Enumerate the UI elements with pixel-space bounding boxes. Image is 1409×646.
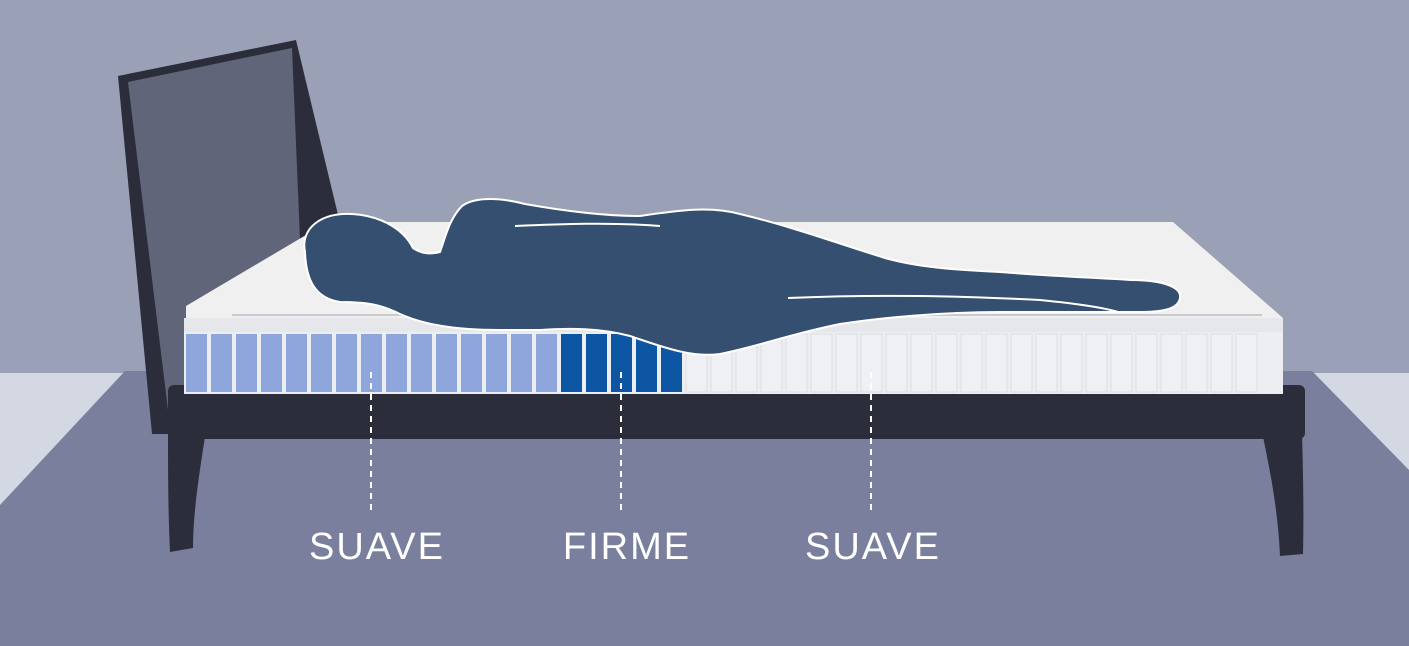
bed-leg-front — [168, 430, 206, 552]
spring-segment-zone-3 — [885, 333, 908, 393]
spring-segment-zone-2 — [561, 334, 582, 392]
spring-segment-zone-1 — [486, 334, 507, 392]
zone-label-middle: FIRME — [562, 526, 692, 568]
spring-segments — [186, 333, 1258, 393]
spring-segment-zone-1 — [436, 334, 457, 392]
sleeper-arm-line — [514, 222, 661, 227]
spring-segment-zone-3 — [1210, 333, 1233, 393]
zone-label-left: SUAVE — [308, 526, 445, 568]
bed-rail — [168, 385, 1305, 439]
rug — [0, 371, 1409, 646]
spring-segment-zone-1 — [461, 334, 482, 392]
spring-segment-zone-3 — [960, 333, 983, 393]
spring-segment-zone-3 — [910, 333, 933, 393]
spring-segment-zone-3 — [860, 333, 883, 393]
spring-segment-zone-2 — [586, 334, 607, 392]
spring-segment-zone-2 — [611, 334, 632, 392]
spring-segment-zone-3 — [810, 333, 833, 393]
spring-segment-zone-3 — [935, 333, 958, 393]
spring-segment-zone-1 — [211, 334, 232, 392]
spring-segment-zone-1 — [511, 334, 532, 392]
spring-segment-zone-1 — [336, 334, 357, 392]
spring-segment-zone-3 — [1010, 333, 1033, 393]
spring-segment-zone-3 — [1060, 333, 1083, 393]
spring-segment-zone-3 — [1135, 333, 1158, 393]
spring-segment-zone-3 — [1110, 333, 1133, 393]
spring-segment-zone-3 — [1160, 333, 1183, 393]
spring-segment-zone-1 — [361, 334, 382, 392]
spring-segment-zone-3 — [985, 333, 1008, 393]
headboard-panel — [128, 48, 300, 410]
bed-leg-back — [1262, 432, 1304, 556]
spring-segment-zone-1 — [261, 334, 282, 392]
spring-segment-zone-1 — [386, 334, 407, 392]
spring-segment-zone-1 — [411, 334, 432, 392]
spring-segment-zone-1 — [186, 334, 207, 392]
spring-segment-zone-1 — [286, 334, 307, 392]
spring-segment-zone-3 — [1235, 333, 1258, 393]
spring-segment-zone-2 — [636, 334, 657, 392]
sleeper-leg-line — [787, 294, 1119, 313]
spring-segment-zone-3 — [835, 333, 858, 393]
spring-segment-zone-3 — [1035, 333, 1058, 393]
sleeper-silhouette — [303, 198, 1182, 356]
spring-segment-zone-1 — [311, 334, 332, 392]
zone-label-right: SUAVE — [804, 526, 941, 568]
spring-segment-zone-1 — [536, 334, 557, 392]
spring-segment-zone-3 — [1185, 333, 1208, 393]
spring-segment-zone-1 — [236, 334, 257, 392]
spring-segment-zone-3 — [1085, 333, 1108, 393]
spring-segment-zone-3 — [785, 333, 808, 393]
